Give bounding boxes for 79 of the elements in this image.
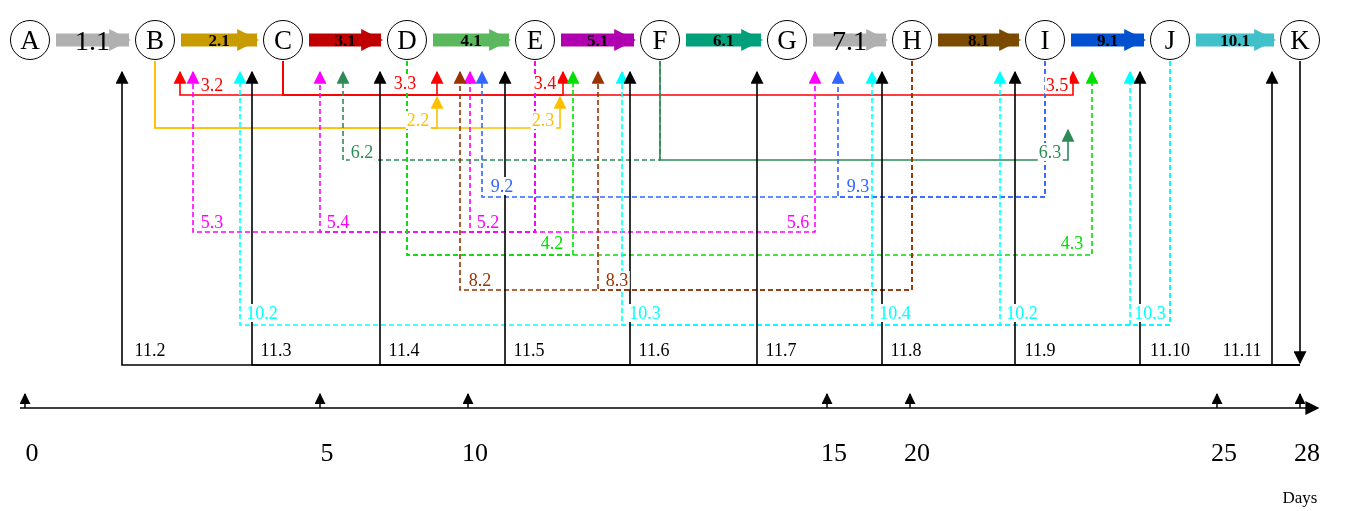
arrow (831, 60, 1046, 198)
edge-label: 7.1 (832, 31, 867, 49)
arrow (659, 60, 1075, 161)
edge-label: 3.4 (532, 74, 558, 92)
arrow (1071, 29, 1147, 51)
tick-label: 20 (904, 440, 930, 466)
edge-label: 4.2 (539, 234, 565, 252)
event-circle: B (135, 20, 175, 60)
event-circle: J (1150, 20, 1190, 60)
edge-label: 3.3 (392, 74, 418, 92)
edge-label: 1.1 (75, 31, 110, 49)
edge-label: 11.8 (889, 341, 923, 359)
edge-label: 10.1 (1220, 31, 1250, 49)
arrow (686, 29, 764, 51)
arrow (1265, 70, 1301, 366)
event-circle: H (892, 20, 932, 60)
arrow (813, 29, 889, 51)
edge-label: 9.2 (489, 177, 515, 195)
edge-label: 8.3 (604, 271, 630, 289)
axis-title: Days (1282, 487, 1318, 509)
arrow (561, 29, 637, 51)
edge-label: 11.5 (512, 341, 546, 359)
edge-label: 4.1 (460, 31, 482, 49)
edge-label: 2.1 (208, 31, 230, 49)
edge-label: 2.3 (530, 111, 556, 129)
event-circle: D (387, 20, 427, 60)
edge-label: 3.1 (334, 31, 356, 49)
edge-label: 9.3 (845, 177, 871, 195)
edge-label: 10.3 (1133, 304, 1167, 322)
edge-label: 3.2 (199, 76, 225, 94)
edge-label: 5.4 (325, 213, 351, 231)
edge-label: 8.2 (467, 271, 493, 289)
event-circle: F (640, 20, 680, 60)
arrow (591, 60, 913, 291)
edge-label: 10.2 (1005, 304, 1039, 322)
edge-label: 11.2 (133, 341, 167, 359)
edge-label: 11.9 (1023, 341, 1057, 359)
edge-label: 3.5 (1044, 76, 1070, 94)
tick-label: 15 (821, 440, 847, 466)
arrow (406, 60, 1099, 256)
edge-label: 11.4 (387, 341, 421, 359)
edge-label: 5.2 (475, 213, 501, 231)
arrow (938, 29, 1022, 51)
edge-label: 11.7 (764, 341, 798, 359)
edge-label: 10.4 (878, 304, 912, 322)
arrow (56, 29, 132, 51)
edge-label: 6.3 (1037, 143, 1063, 161)
arrow (1293, 60, 1307, 365)
event-circle: I (1025, 20, 1065, 60)
edge-label: 6.2 (349, 143, 375, 161)
edge-label: 9.1 (1096, 31, 1119, 49)
edge-label: 11.10 (1149, 341, 1191, 359)
edge-label: 5.1 (586, 31, 609, 49)
arrow (433, 29, 512, 51)
edge-label: 11.11 (1221, 341, 1263, 359)
edge-label: 5.3 (199, 213, 225, 231)
edge-label: 4.3 (1059, 234, 1085, 252)
event-circle: G (767, 20, 807, 60)
event-circle: K (1280, 20, 1320, 60)
tick-label: 25 (1211, 440, 1237, 466)
tick-label: 5 (320, 440, 334, 466)
event-circle: C (263, 20, 303, 60)
event-circle: A (10, 20, 50, 60)
edge-label: 8.1 (967, 31, 990, 49)
edge-label: 6.1 (712, 31, 735, 49)
tick-label: 10 (462, 440, 488, 466)
event-circle: E (515, 20, 555, 60)
arrow (154, 60, 567, 129)
tick-label: 28 (1294, 440, 1320, 466)
edge-label: 11.6 (637, 341, 671, 359)
arrow (1196, 29, 1277, 51)
arrow (181, 29, 260, 51)
edge-label: 10.2 (245, 304, 279, 322)
edge-label: 10.3 (628, 304, 662, 322)
arrow (309, 29, 384, 51)
edge-label: 5.6 (785, 213, 811, 231)
edge-label: 2.2 (405, 111, 431, 129)
tick-label: 0 (25, 440, 39, 466)
edge-label: 11.3 (259, 341, 293, 359)
